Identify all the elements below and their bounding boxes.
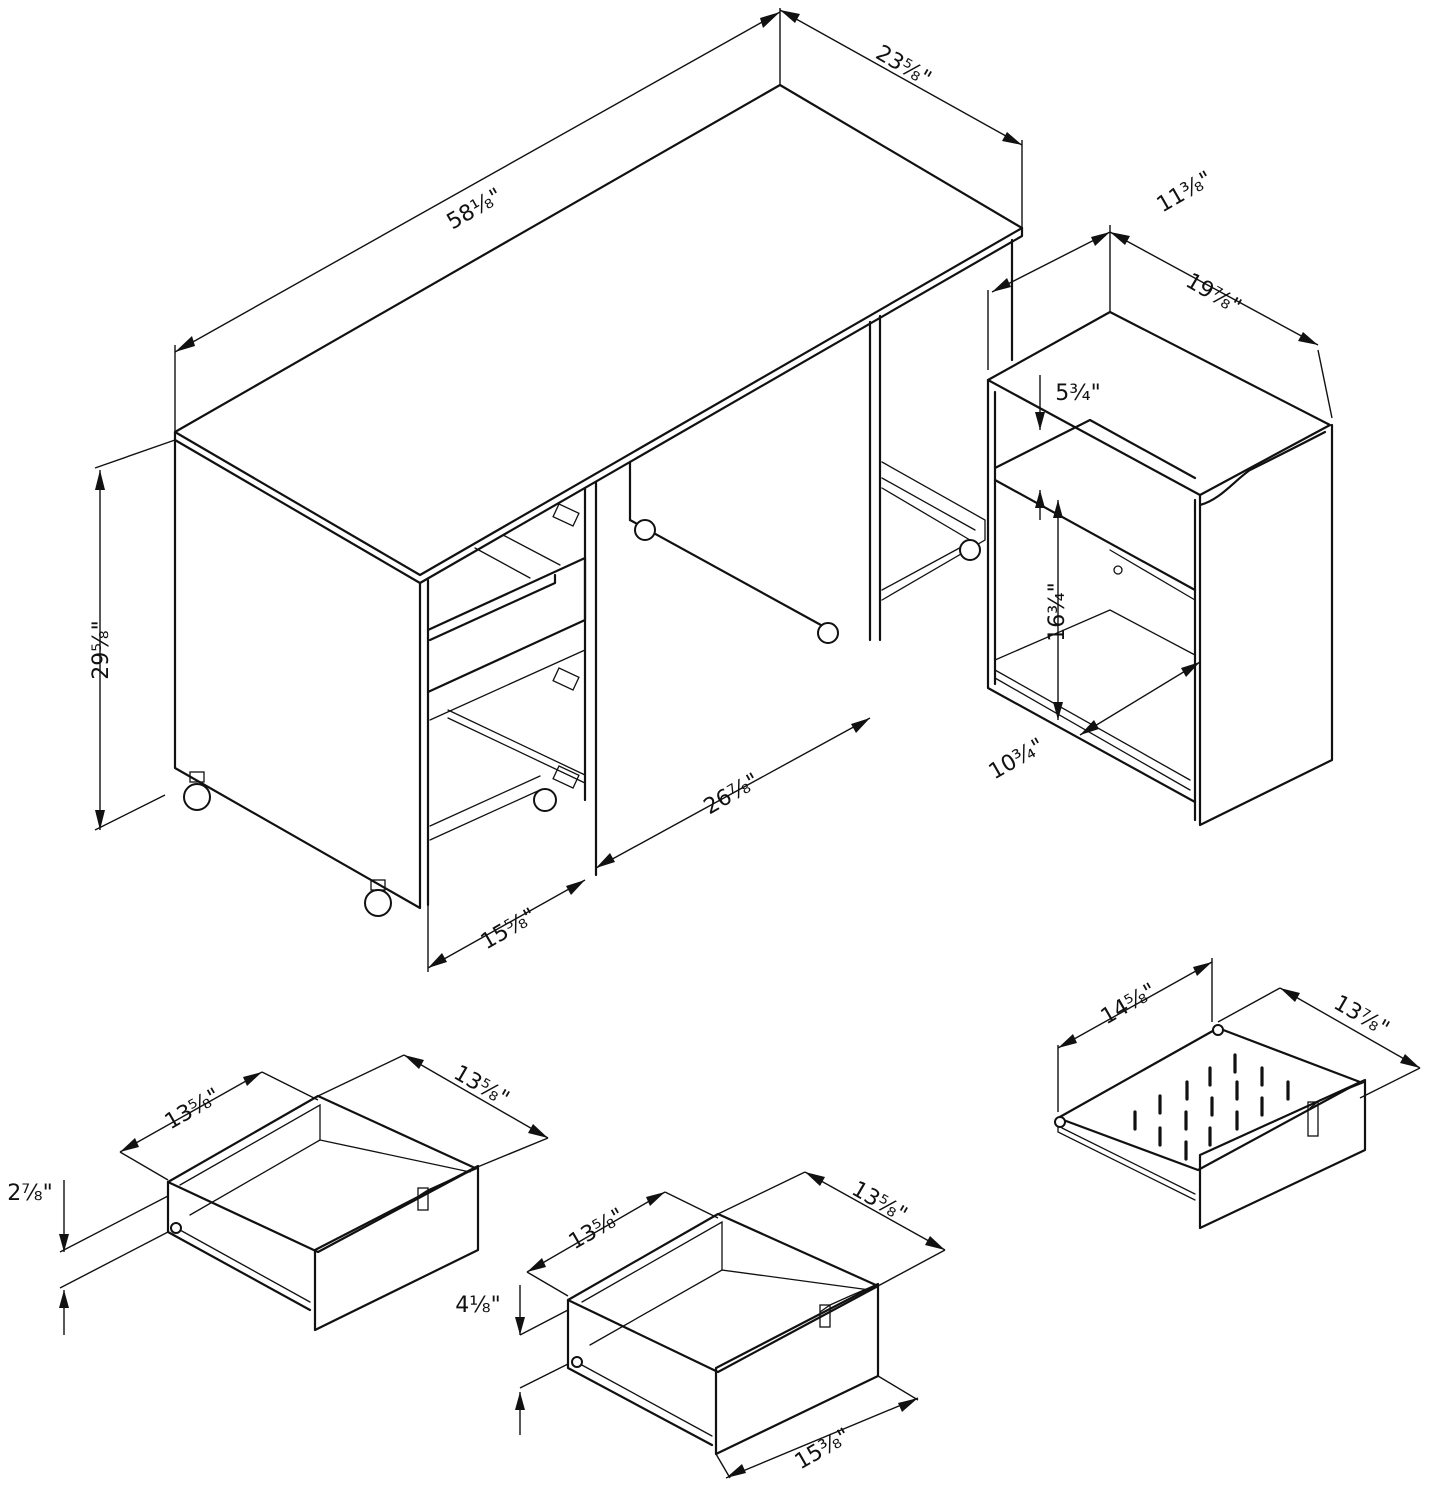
label-cart-inner-depth: 10¾" (985, 734, 1049, 785)
drawer-2-illustration (566, 1212, 880, 1456)
label-kneehole-width: 26⅞" (700, 769, 764, 820)
label-cart-top-shelf: 5¾" (1055, 381, 1100, 406)
dimension-labels: 58⅛" 23⅝" 29⅝" 15⅝" 26⅞" 11⅜" 19⅞" 5¾" 1… (7, 41, 1393, 1475)
drawer-1-illustration (166, 1094, 480, 1332)
label-drawer1-width: 13⅝" (161, 1084, 225, 1135)
label-drawer1-height: 2⅞" (7, 1181, 52, 1206)
desk-illustration (173, 83, 1024, 917)
cart-illustration (986, 310, 1334, 827)
label-drawer1-depth: 13⅝" (449, 1061, 513, 1112)
label-cart-width: 11⅜" (1153, 167, 1217, 218)
label-cart-inner-height: 16¾" (1045, 582, 1070, 641)
dimension-lines (59, 8, 1421, 1479)
label-drawer2-width: 13⅝" (565, 1204, 629, 1255)
label-desk-width: 58⅛" (443, 184, 507, 235)
label-drawer2-front: 15⅜" (791, 1424, 855, 1475)
label-desk-height: 29⅝" (89, 620, 114, 679)
label-drawer2-height: 4⅛" (455, 1293, 500, 1318)
label-pedestal-opening: 15⅝" (477, 904, 541, 955)
keyboard-tray-illustration (1054, 1024, 1367, 1230)
label-desk-depth: 23⅝" (871, 41, 935, 92)
label-keyboard-width: 14⅝" (1097, 979, 1161, 1030)
label-drawer2-depth: 13⅝" (847, 1177, 911, 1228)
label-cart-depth: 19⅞" (1181, 269, 1245, 320)
